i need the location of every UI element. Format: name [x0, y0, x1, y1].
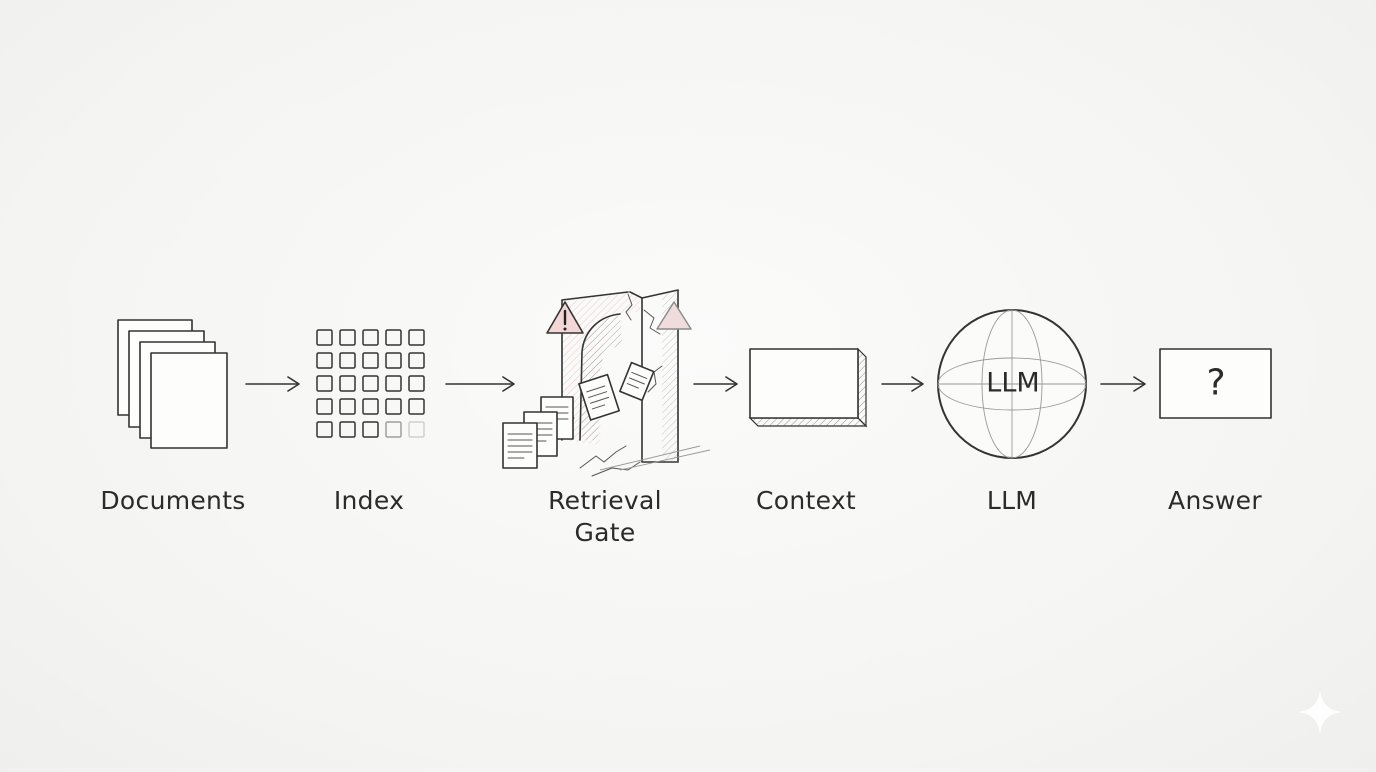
- flying-document-icon: [578, 373, 620, 421]
- index-grid-icon: [316, 329, 425, 438]
- index-cell: [316, 398, 333, 415]
- faded-warning-triangle-icon: [656, 301, 692, 330]
- stage-label-retrieval-gate: Retrieval Gate: [548, 485, 662, 549]
- arrow-context-to-llm: [881, 376, 924, 392]
- index-cell: [316, 421, 333, 438]
- index-cell: [385, 329, 402, 346]
- answer-question-mark: ?: [1206, 362, 1226, 404]
- stage-label-index: Index: [333, 486, 405, 515]
- index-cell: [339, 398, 356, 415]
- broken-gate-icon: [502, 289, 711, 477]
- arrow-llm-to-answer: [1100, 376, 1146, 392]
- stage-label-retrieval-line1: Retrieval: [548, 486, 662, 515]
- sparkle-icon: [1298, 690, 1342, 734]
- index-cell: [408, 421, 425, 438]
- stage-label-llm: LLM: [986, 486, 1038, 515]
- index-cell: [339, 329, 356, 346]
- index-cell: [408, 352, 425, 369]
- stage-label-context: Context: [755, 486, 857, 515]
- arrow-retrieval-to-context: [693, 376, 738, 392]
- stage-label-retrieval-line2: Gate: [574, 518, 636, 547]
- index-cell: [385, 398, 402, 415]
- arrow-index-to-retrieval: [445, 376, 515, 392]
- index-cell: [316, 352, 333, 369]
- stage-label-answer: Answer: [1168, 486, 1262, 515]
- fallen-documents-icon: [502, 396, 574, 469]
- index-cell: [362, 398, 379, 415]
- arrow-documents-to-index: [245, 376, 300, 392]
- index-cell: [385, 421, 402, 438]
- documents-stack-icon: [117, 319, 228, 449]
- warning-triangle-icon: [546, 301, 584, 334]
- stage-label-documents: Documents: [100, 486, 246, 515]
- index-cell: [339, 421, 356, 438]
- llm-sphere-icon: [937, 309, 1087, 459]
- index-cell: [385, 352, 402, 369]
- index-cell: [408, 398, 425, 415]
- index-cell: [362, 375, 379, 392]
- index-cell: [385, 375, 402, 392]
- index-cell: [408, 329, 425, 346]
- llm-inner-label: LLM: [986, 367, 1040, 399]
- index-cell: [362, 421, 379, 438]
- index-cell: [339, 375, 356, 392]
- context-box-icon: [748, 347, 868, 428]
- answer-box-icon: [1159, 348, 1272, 419]
- index-cell: [316, 375, 333, 392]
- index-cell: [316, 329, 333, 346]
- flying-document-icon: [619, 361, 655, 402]
- index-cell: [362, 329, 379, 346]
- index-cell: [408, 375, 425, 392]
- index-cell: [339, 352, 356, 369]
- index-cell: [362, 352, 379, 369]
